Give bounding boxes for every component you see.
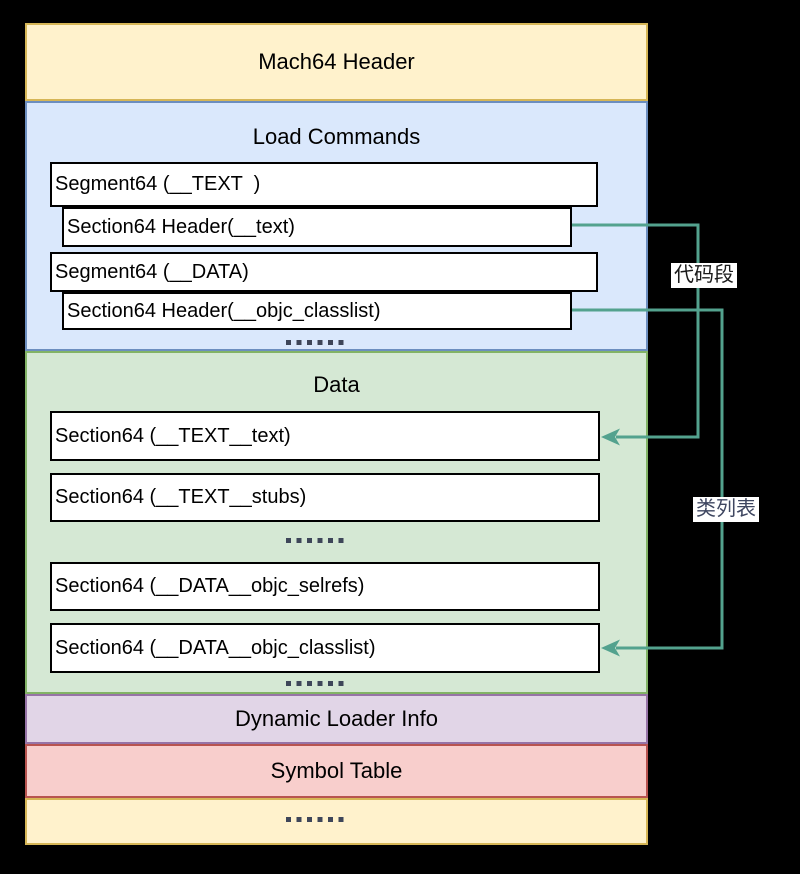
box-section64-data-objc-selrefs: Section64 (__DATA__objc_selrefs) <box>50 562 600 611</box>
box-section64-data-objc-classlist: Section64 (__DATA__objc_classlist) <box>50 623 600 673</box>
symbol-table-label: Symbol Table <box>270 758 403 783</box>
band-load-commands: Load Commands Segment64 (__TEXT ) Sectio… <box>25 101 648 351</box>
box-section64-text-stubs: Section64 (__TEXT__stubs) <box>50 473 600 522</box>
mach-header-label: Mach64 Header <box>258 49 415 74</box>
band-symbol-table: Symbol Table <box>25 744 648 798</box>
ellipsis-footer <box>285 817 344 822</box>
annotation-class-list: 类列表 <box>693 497 759 522</box>
data-title: Data <box>313 372 360 397</box>
band-footer <box>25 798 648 845</box>
ellipsis-data-mid <box>285 538 344 543</box>
band-dynamic-loader-info: Dynamic Loader Info <box>25 694 648 744</box>
dynamic-loader-info-label: Dynamic Loader Info <box>235 706 438 731</box>
box-section64-header-objc-classlist: Section64 Header(__objc_classlist) <box>62 292 572 330</box>
box-section64-text-text: Section64 (__TEXT__text) <box>50 411 600 461</box>
band-data: Data Section64 (__TEXT__text) Section64 … <box>25 351 648 694</box>
ellipsis-load-commands <box>285 340 344 345</box>
load-commands-title: Load Commands <box>252 124 421 149</box>
band-mach-header: Mach64 Header <box>25 23 648 101</box>
annotation-code-segment: 代码段 <box>671 263 737 288</box>
box-segment64-data: Segment64 (__DATA) <box>50 252 598 292</box>
box-section64-header-text: Section64 Header(__text) <box>62 207 572 247</box>
ellipsis-data-end <box>285 681 344 686</box>
box-segment64-text: Segment64 (__TEXT ) <box>50 162 598 207</box>
